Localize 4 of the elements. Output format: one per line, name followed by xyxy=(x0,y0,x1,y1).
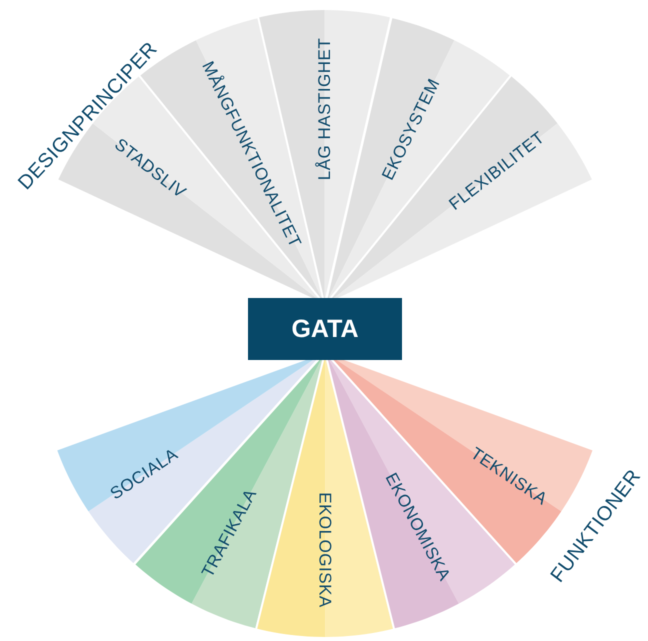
center-box xyxy=(248,298,402,360)
sector-label: EKOLOGISKA xyxy=(316,492,334,608)
sector-label: LÅG HASTIGHET xyxy=(316,38,334,180)
center-label: GATA xyxy=(291,314,359,344)
